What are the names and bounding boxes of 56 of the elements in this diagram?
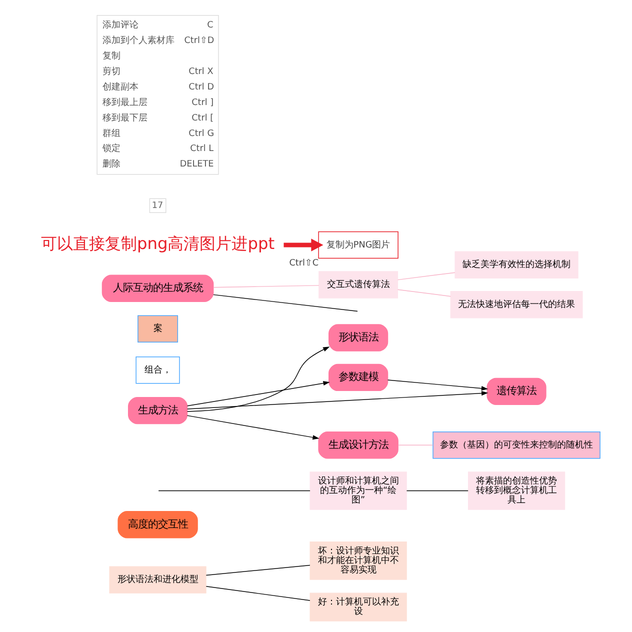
arrow [387,380,488,391]
connector [406,490,468,492]
node-box: 设计师和计算机之间的互动作为一种“绘图” [310,472,407,510]
node-box: 将素描的创造性优势转移到概念计算机工具上 [468,472,566,510]
node-label: Ctrl⇧C [289,258,318,268]
connector [397,272,456,280]
label: Ctrl [ [192,113,214,124]
node-box: 参数（基因）的可变性来控制的随机性 [432,432,600,459]
label: 删除 [102,160,121,170]
label: 移到最下层 [102,113,148,124]
label: Ctrl X [188,66,214,77]
node-box: 人际互动的生成系统 [102,274,214,302]
connector [398,444,434,446]
node-box: 生成方法 [128,396,188,424]
label: 17 [152,200,164,211]
node-box: 无法快速地评估每一代的结果 [450,290,583,318]
node-box: 复制为PNG图片 [318,231,398,259]
label: Ctrl ] [192,98,214,108]
node-box: 高度的交互性 [118,511,198,538]
connector [213,285,320,288]
connector [213,294,358,312]
connector [206,586,310,601]
connector [397,289,452,297]
label: 复制 [102,52,121,62]
node-text: 可以直接复制png高清图片进ppt [40,234,275,254]
node-box: 坏：设计师专业知识和才能在计算机中不容易实现 [310,542,407,580]
label: 创建副本 [102,82,139,92]
arrow [284,238,324,252]
arrow [186,380,330,406]
label: 剪切 [102,66,121,77]
arrow [186,415,320,440]
node-box: 交互式遗传算法 [318,271,398,298]
node-box: 生成设计方法 [318,432,398,459]
arrow [186,346,330,412]
label: Ctrl L [190,144,214,154]
node-box: 遗传算法 [486,378,546,406]
label: C [207,20,214,31]
label: 添加到个人素材库 [102,36,175,46]
node-box: 好：计算机可以补充设 [310,592,407,622]
label: DELETE [180,160,214,170]
connector [158,490,310,492]
node-box: 缺乏美学有效性的选择机制 [454,251,578,278]
connector [206,564,310,576]
label: 群组 [102,128,121,139]
label: Ctrl D [188,82,214,92]
label: Ctrl⇧D [184,36,214,46]
node-box: 案 [138,315,178,342]
label: 锁定 [102,144,121,154]
label: Ctrl G [188,128,214,139]
node-box: 形状语法和进化模型 [109,566,206,594]
arrow [186,390,488,410]
node-box: 参数建模 [328,364,388,392]
label: 移到最上层 [102,98,148,108]
node-box: 组合， [136,356,180,384]
node-box: 形状语法 [328,324,388,352]
label: 添加评论 [102,20,139,31]
